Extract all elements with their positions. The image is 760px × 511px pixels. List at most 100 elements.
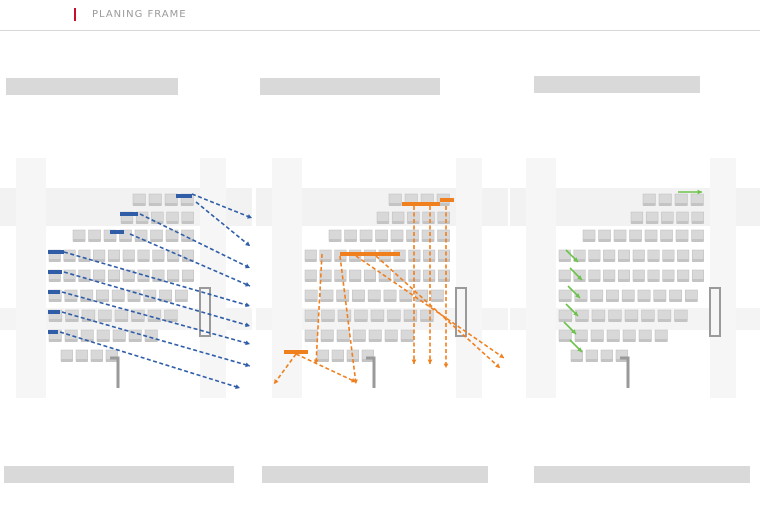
building-shadow bbox=[319, 259, 332, 262]
building-shadow bbox=[647, 279, 660, 282]
building-shadow bbox=[575, 319, 589, 322]
building-shadow bbox=[104, 239, 117, 242]
building-shadow bbox=[603, 259, 615, 262]
building-shadow bbox=[404, 319, 417, 322]
building-shadow bbox=[336, 299, 349, 302]
building-shadow bbox=[338, 319, 351, 322]
building-shadow bbox=[583, 239, 596, 242]
building-shadow bbox=[332, 359, 344, 362]
page-header: PLANING FRAME bbox=[0, 0, 760, 30]
building-shadow bbox=[653, 299, 666, 302]
building-shadow bbox=[675, 203, 688, 206]
building-shadow bbox=[123, 259, 135, 262]
building-shadow bbox=[49, 319, 62, 322]
site-boundary-notch bbox=[199, 287, 211, 337]
building-shadow bbox=[119, 239, 132, 242]
building-shadow bbox=[645, 239, 658, 242]
building-shadow bbox=[305, 299, 318, 302]
building-shadow bbox=[166, 239, 179, 242]
building-shadow bbox=[601, 359, 613, 362]
building-shadow bbox=[181, 239, 194, 242]
road-strip bbox=[456, 158, 482, 398]
arrowhead bbox=[274, 379, 279, 384]
building-shadow bbox=[422, 239, 435, 242]
building-shadow bbox=[661, 221, 674, 224]
building-shadow bbox=[320, 299, 334, 302]
header-divider-bar bbox=[74, 8, 76, 21]
site-entrance-road bbox=[110, 356, 120, 388]
building-shadow bbox=[364, 279, 376, 282]
sightline-arrow bbox=[139, 213, 251, 269]
arrowhead bbox=[313, 359, 319, 364]
building-shadow bbox=[181, 203, 194, 206]
sightline-arrow bbox=[191, 193, 252, 219]
highlighted-building bbox=[402, 202, 422, 206]
sightline-arrow bbox=[59, 331, 241, 389]
building-shadow bbox=[166, 221, 179, 224]
arrowhead bbox=[245, 322, 250, 328]
arrowhead bbox=[499, 353, 504, 358]
building-shadow bbox=[662, 259, 675, 262]
building-shadow bbox=[93, 279, 105, 282]
building-shadow bbox=[133, 203, 146, 206]
sightline-arrow bbox=[339, 255, 357, 385]
building-shadow bbox=[93, 259, 105, 262]
building-shadow bbox=[387, 319, 401, 322]
building-shadow bbox=[379, 259, 391, 262]
building-shadow bbox=[691, 203, 704, 206]
building-shadow bbox=[571, 359, 583, 362]
arrowhead bbox=[427, 359, 433, 364]
building-shadow bbox=[337, 339, 350, 342]
building-shadow bbox=[96, 299, 109, 302]
building-shadow bbox=[136, 221, 149, 224]
building-shadow bbox=[165, 203, 178, 206]
building-shadow bbox=[692, 259, 704, 262]
road-strip bbox=[200, 158, 226, 398]
highlighted-building bbox=[422, 202, 440, 206]
building-shadow bbox=[135, 239, 148, 242]
building-shadow bbox=[647, 259, 660, 262]
building-shadow bbox=[618, 259, 630, 262]
building-shadow bbox=[151, 221, 164, 224]
building-shadow bbox=[676, 239, 689, 242]
building-shadow bbox=[641, 319, 655, 322]
building-shadow bbox=[677, 259, 689, 262]
building-shadow bbox=[145, 339, 158, 342]
road-strip bbox=[526, 158, 556, 398]
building-shadow bbox=[123, 279, 135, 282]
building-shadow bbox=[622, 299, 635, 302]
building-shadow bbox=[371, 319, 384, 322]
building-shadow bbox=[352, 299, 365, 302]
building-shadow bbox=[88, 239, 101, 242]
building-shadow bbox=[121, 221, 133, 224]
building-shadow bbox=[334, 279, 347, 282]
arrowhead bbox=[411, 359, 417, 364]
building-shadow bbox=[586, 359, 598, 362]
arrowhead bbox=[245, 241, 250, 246]
sightline-arrow bbox=[355, 255, 505, 359]
building-shadow bbox=[423, 259, 435, 262]
building-shadow bbox=[625, 319, 638, 322]
building-shadow bbox=[603, 279, 615, 282]
building-shadow bbox=[131, 319, 145, 322]
building-shadow bbox=[437, 221, 450, 224]
highlighted-building bbox=[440, 198, 454, 202]
building-shadow bbox=[588, 279, 601, 282]
building-shadow bbox=[129, 339, 142, 342]
building-shadow bbox=[573, 279, 586, 282]
building-shadow bbox=[137, 279, 150, 282]
building-shadow bbox=[383, 299, 397, 302]
building-shadow bbox=[80, 299, 93, 302]
building-shadow bbox=[65, 339, 78, 342]
building-shadow bbox=[149, 203, 162, 206]
building-shadow bbox=[399, 299, 412, 302]
highlighted-building bbox=[110, 230, 124, 234]
sightline-arrow bbox=[61, 291, 251, 345]
building-shadow bbox=[438, 279, 450, 282]
arrowhead bbox=[577, 275, 582, 280]
building-shadow bbox=[319, 279, 332, 282]
building-shadow bbox=[660, 239, 673, 242]
building-shadow bbox=[633, 279, 645, 282]
building-shadow bbox=[65, 319, 79, 322]
site-plan-panel-1 bbox=[0, 158, 252, 398]
